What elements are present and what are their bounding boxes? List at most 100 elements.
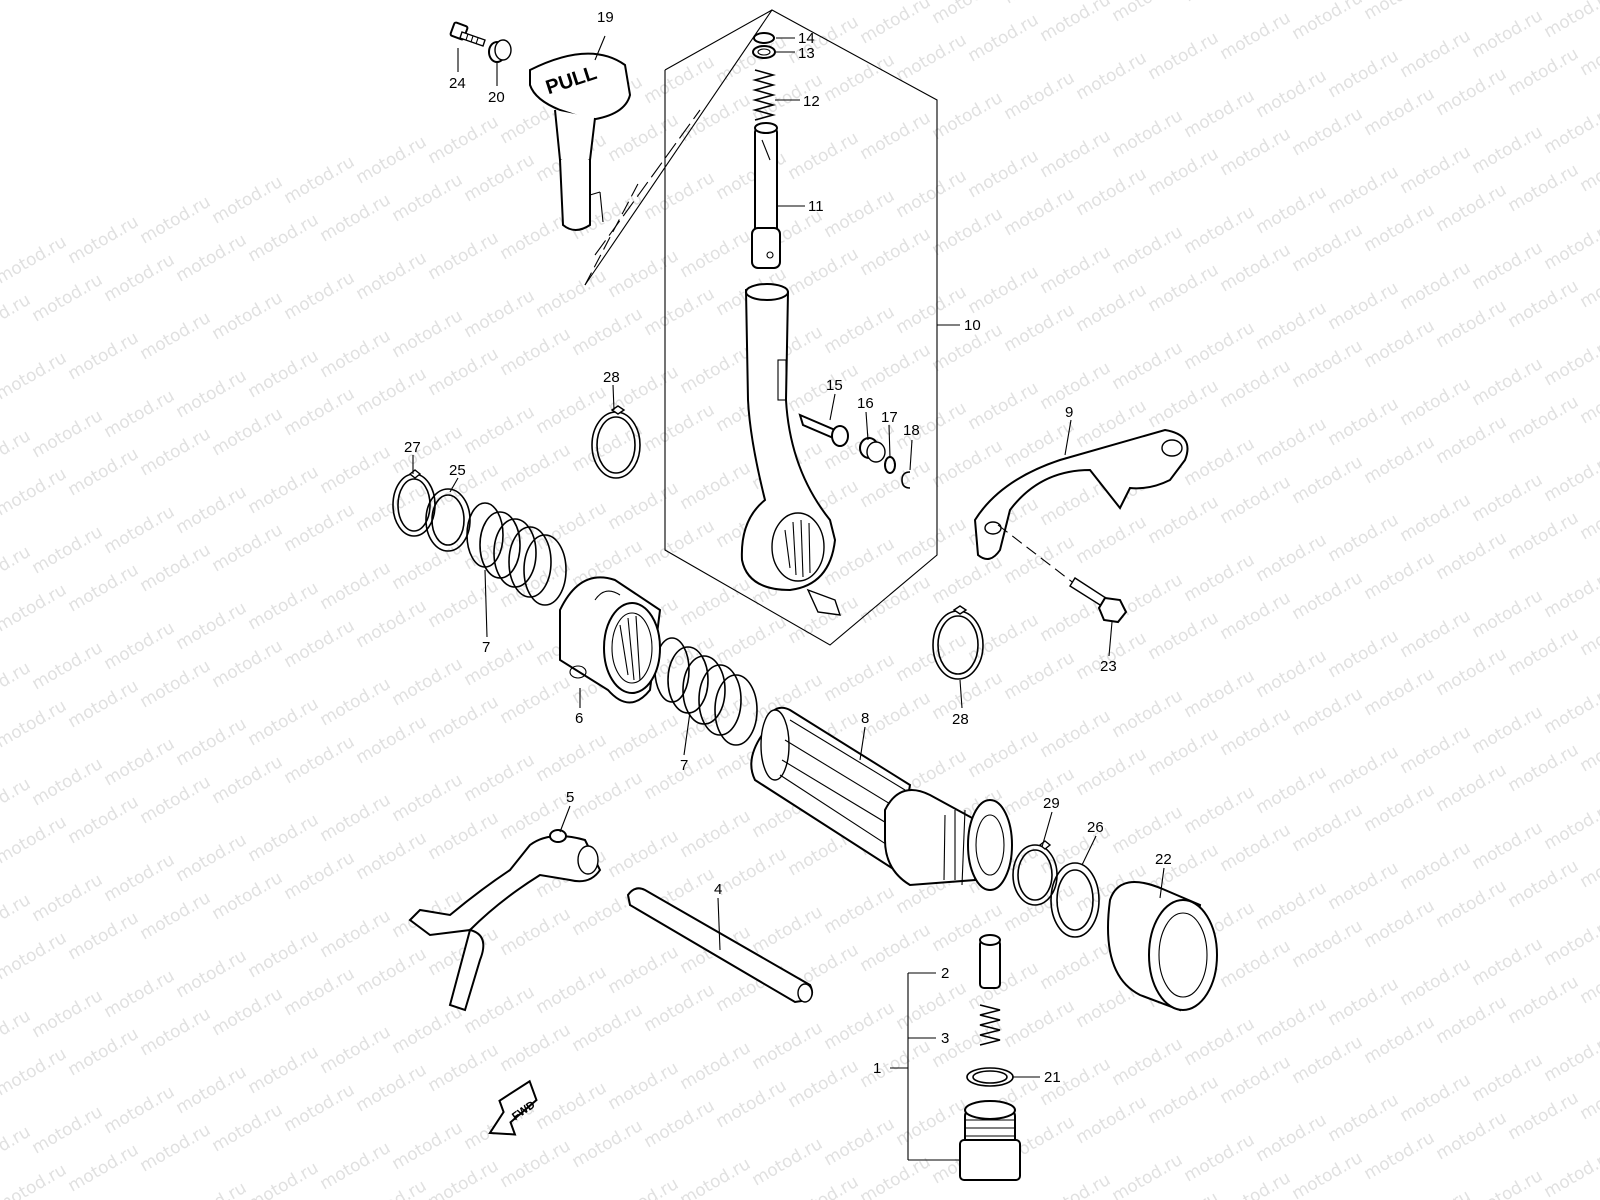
watermark-text: motod.ru: [1541, 1146, 1600, 1200]
washer-25: [425, 488, 471, 552]
watermark-text: motod.ru: [461, 402, 539, 458]
callout-12: 12: [803, 93, 820, 110]
watermark-text: motod.ru: [0, 774, 34, 830]
watermark-text: motod.ru: [137, 540, 215, 596]
watermark-text: motod.ru: [1469, 702, 1547, 758]
callout-27: 27: [404, 439, 421, 456]
collar-16: [859, 437, 886, 463]
watermark-text: motod.ru: [1577, 256, 1600, 312]
watermark-text: motod.ru: [1145, 608, 1223, 664]
watermark-text: motod.ru: [1073, 48, 1151, 104]
watermark-text: motod.ru: [1397, 1186, 1475, 1200]
watermark-text: motod.ru: [1541, 218, 1600, 274]
watermark-text: motod.ru: [1073, 164, 1151, 220]
watermark-text: motod.ru: [1001, 880, 1079, 936]
watermark-text: motod.ru: [893, 514, 971, 570]
watermark-text: motod.ru: [1253, 182, 1331, 238]
watermark-text: motod.ru: [1361, 84, 1439, 140]
watermark-text: motod.ru: [1037, 126, 1115, 182]
watermark-text: motod.ru: [893, 1094, 971, 1150]
watermark-text: motod.ru: [1001, 184, 1079, 240]
pin-15: [798, 413, 849, 447]
watermark-text: motod.ru: [1469, 470, 1547, 526]
watermark-text: motod.ru: [1181, 0, 1259, 6]
watermark-text: motod.ru: [173, 482, 251, 538]
watermark-text: motod.ru: [65, 212, 143, 268]
watermark-text: motod.ru: [605, 478, 683, 534]
watermark-text: motod.ru: [0, 928, 70, 984]
callout-23: 23: [1100, 658, 1117, 675]
shift-knob-19: PULL: [529, 52, 632, 231]
watermark-text: motod.ru: [1541, 1030, 1600, 1086]
watermark-text: motod.ru: [353, 1060, 431, 1116]
watermark-text: motod.ru: [101, 386, 179, 442]
watermark-text: motod.ru: [929, 0, 1007, 28]
watermark-text: motod.ru: [1001, 0, 1079, 8]
watermark-text: motod.ru: [0, 696, 70, 752]
watermark-text: motod.ru: [317, 790, 395, 846]
watermark-text: motod.ru: [929, 204, 1007, 260]
watermark-text: motod.ru: [1505, 392, 1583, 448]
watermark-text: motod.ru: [65, 328, 143, 384]
watermark-text: motod.ru: [1397, 722, 1475, 778]
watermark-text: motod.ru: [497, 324, 575, 380]
watermark-text: motod.ru: [1181, 434, 1259, 490]
watermark-text: motod.ru: [425, 692, 503, 748]
watermark-text: motod.ru: [245, 926, 323, 982]
watermark-text: motod.ru: [389, 306, 467, 362]
watermark-text: motod.ru: [1001, 648, 1079, 704]
watermark-text: motod.ru: [1469, 6, 1547, 62]
watermark-text: motod.ru: [137, 192, 215, 248]
watermark-text: motod.ru: [1325, 858, 1403, 914]
watermark-text: motod.ru: [173, 830, 251, 886]
callout-8: 8: [861, 710, 869, 727]
watermark-text: motod.ru: [461, 286, 539, 342]
callout-3: 3: [941, 1030, 949, 1047]
callout-6: 6: [575, 710, 583, 727]
watermark-text: motod.ru: [29, 406, 107, 462]
watermark-text: motod.ru: [0, 1160, 70, 1200]
watermark-text: motod.ru: [425, 344, 503, 400]
snap-ring-28-lower: [932, 605, 984, 680]
watermark-text: motod.ru: [1217, 1168, 1295, 1200]
watermark-text: motod.ru: [1289, 1032, 1367, 1088]
watermark-text: motod.ru: [1253, 530, 1331, 586]
watermark-text: motod.ru: [533, 1078, 611, 1134]
watermark-text: motod.ru: [713, 1076, 791, 1132]
detent-spring-3: [979, 1004, 1001, 1046]
watermark-text: motod.ru: [497, 1136, 575, 1192]
watermark-text: motod.ru: [857, 224, 935, 280]
watermark-text: motod.ru: [0, 1006, 34, 1062]
watermark-text: motod.ru: [29, 986, 107, 1042]
watermark-text: motod.ru: [677, 1154, 755, 1200]
watermark-text: motod.ru: [281, 732, 359, 788]
watermark-text: motod.ru: [209, 752, 287, 808]
watermark-text: motod.ru: [893, 978, 971, 1034]
callout-20: 20: [488, 89, 505, 106]
watermark-text: motod.ru: [1289, 336, 1367, 392]
watermark-text: motod.ru: [1001, 996, 1079, 1052]
watermark-text: motod.ru: [1217, 124, 1295, 180]
watermark-text: motod.ru: [0, 1122, 34, 1178]
watermark-text: motod.ru: [1541, 450, 1600, 506]
watermark-text: motod.ru: [1037, 706, 1115, 762]
callout-7-lower: 7: [680, 757, 688, 774]
watermark-text: motod.ru: [1505, 44, 1583, 100]
watermark-text: motod.ru: [1001, 68, 1079, 124]
watermark-text: motod.ru: [569, 1116, 647, 1172]
watermark-text: motod.ru: [353, 944, 431, 1000]
watermark-text: motod.ru: [1469, 586, 1547, 642]
watermark-text: motod.ru: [1577, 140, 1600, 196]
watermark-text: motod.ru: [209, 1100, 287, 1156]
watermark-text: motod.ru: [137, 1004, 215, 1060]
watermark-text: motod.ru: [1577, 372, 1600, 428]
watermark-text: motod.ru: [1433, 64, 1511, 120]
watermark-text: motod.ru: [1145, 1188, 1223, 1200]
watermark-text: motod.ru: [1037, 1170, 1115, 1200]
watermark-text: motod.ru: [1217, 1052, 1295, 1108]
watermark-text: motod.ru: [0, 232, 70, 288]
watermark-text: motod.ru: [137, 424, 215, 480]
watermark-text: motod.ru: [893, 166, 971, 222]
callout-26: 26: [1087, 819, 1104, 836]
watermark-text: motod.ru: [857, 572, 935, 628]
